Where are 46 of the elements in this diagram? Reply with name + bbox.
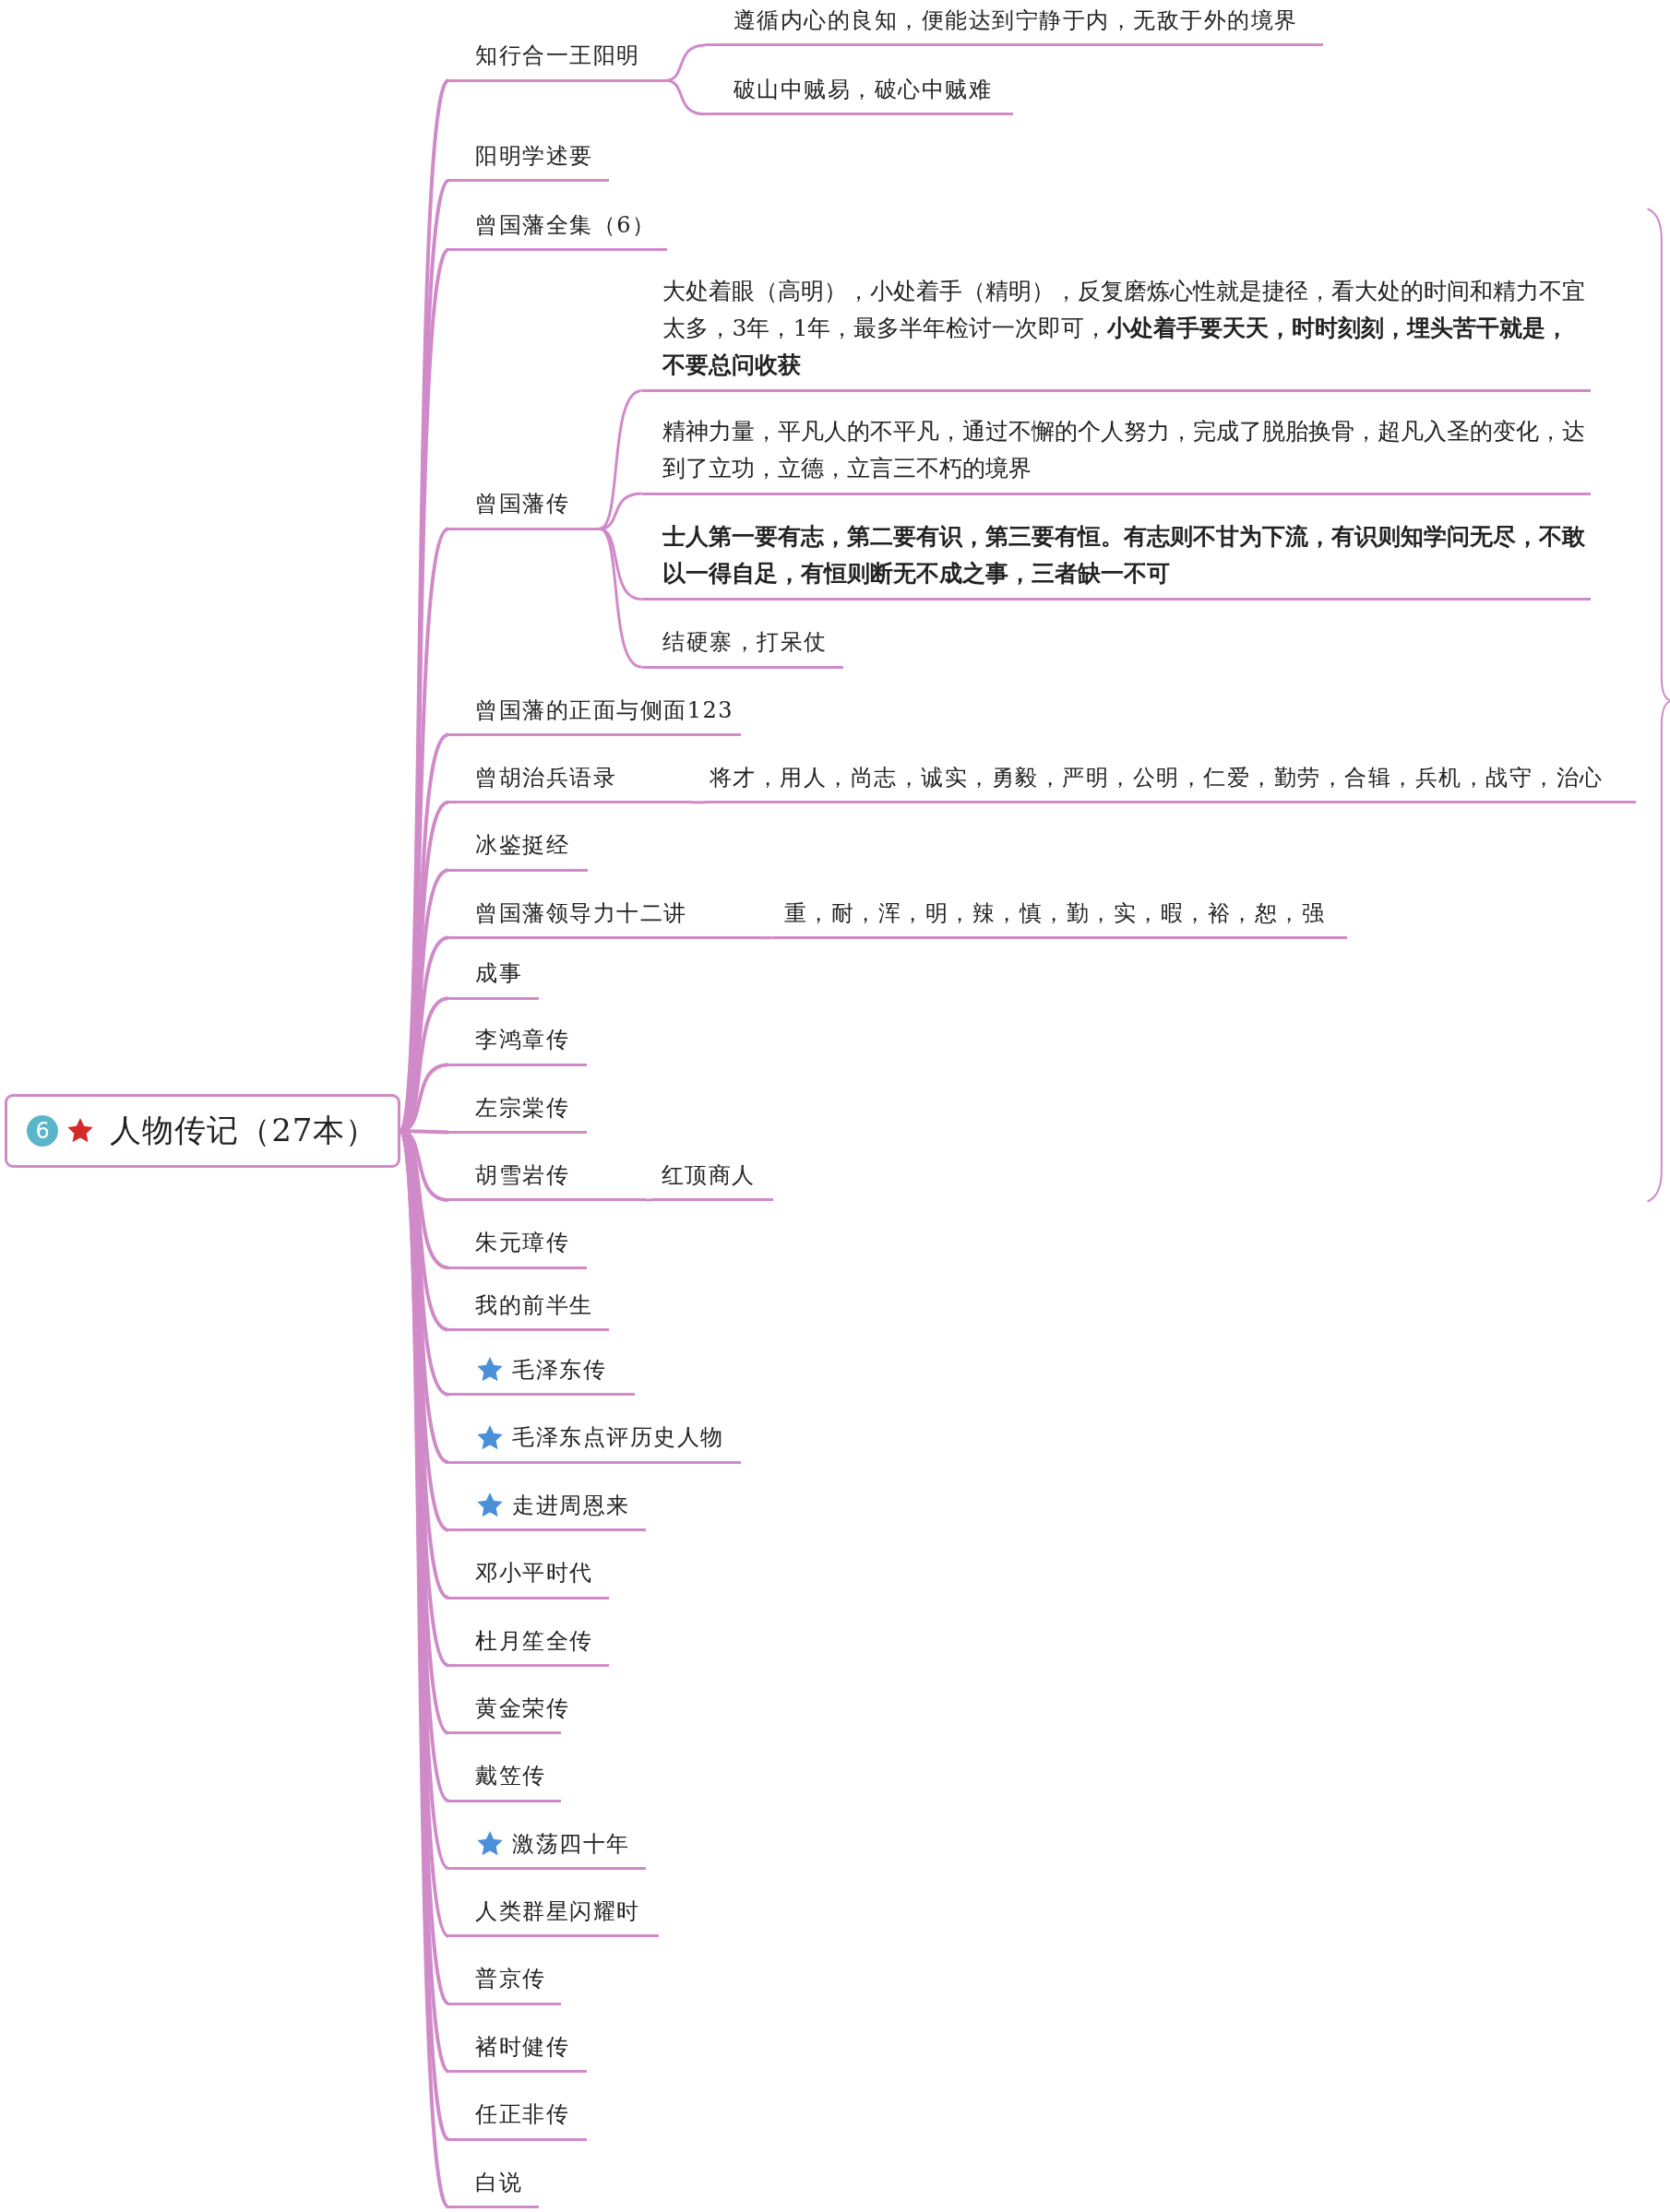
topic-text: 黄金荣传 (475, 1694, 570, 1723)
topic-text: 杜月笙全传 (475, 1626, 593, 1656)
root-topic-title: 人物传记（27本） (110, 1111, 378, 1150)
topic-text: 曾国藩的正面与侧面123 (475, 696, 734, 725)
branch-line (665, 78, 706, 116)
topic-text: 冰鉴挺经 (475, 831, 570, 861)
topic-text: 戴笠传 (475, 1762, 546, 1791)
topic-text: 知行合一王阳明 (475, 42, 640, 71)
topic-text: 左宗棠传 (475, 1093, 570, 1123)
topic-text: 白说 (475, 2168, 523, 2197)
topic-text: 红顶商人 (661, 1161, 756, 1191)
topic-text: 成事 (475, 959, 523, 989)
topic-text: 结硬寨，打呆仗 (662, 628, 828, 658)
branch-line (599, 389, 643, 530)
topic-text: 重，耐，浑，明，辣，慎，勤，实，暇，裕，恕，强 (783, 898, 1326, 928)
topic-text: 胡雪岩传 (475, 1161, 570, 1191)
topic-text: 阳明学述要 (475, 141, 593, 171)
topic-text: 李鸿章传 (475, 1026, 570, 1055)
topic-text: 士人第一要有志，第二要有识，第三要有恒。有志则不甘为下流，有识则知学问无尽，不敢以一得自足，有恒则断无不成之事，三者缺一不可 (662, 522, 1587, 589)
branch-line (665, 43, 706, 82)
topic-text: 将才，用人，尚志，诚实，勇毅，严明，公明，仁爱，勤劳，合辑，兵机，战守，治心 (709, 763, 1604, 792)
topic-text: 人类群星闪耀时 (475, 1897, 640, 1927)
topic-text: 任正非传 (475, 2100, 570, 2130)
topic-text: 破山中贼易，破心中贼难 (733, 75, 993, 104)
topic-text: 曾国藩领导力十二讲 (475, 898, 687, 928)
topic-text: 精神力量，平凡人的不平凡，通过不懈的个人努力，完成了脱胎换骨，超凡入圣的变化，达到了立功，立德，立言三不朽的境界 (662, 416, 1587, 483)
topic-text: 曾胡治兵语录 (475, 763, 617, 792)
topic-text: 遵循内心的良知，便能达到宁静于内，无敌于外的境界 (733, 6, 1298, 36)
topic-text: 邓小平时代 (475, 1559, 593, 1588)
topic-text: 激荡四十年 (512, 1829, 630, 1859)
topic-text: 曾国藩传 (475, 490, 570, 519)
branch-line (691, 801, 706, 804)
number-badge: 6 (27, 1115, 59, 1147)
topic-text: 大处着眼（高明），小处着手（精明），反复磨炼心性就是捷径，看大处的时间和精力不宜太多，3年，1年，最多半年检讨一次即可，小处着手要天天，时时刻刻，埋头苦干就是，不要总问收获 (662, 276, 1587, 380)
topic-text: 普京传 (475, 1965, 546, 1994)
topic-text: 褚时健传 (475, 2032, 570, 2062)
topic-text: 走进周恩来 (512, 1491, 630, 1520)
topic-text: 毛泽东点评历史人物 (512, 1423, 724, 1453)
branch-line (599, 527, 643, 669)
branch-line (761, 936, 773, 940)
topic-text: 毛泽东传 (512, 1356, 607, 1385)
topic-text: 我的前半生 (475, 1290, 593, 1320)
topic-text: 朱元璋传 (475, 1229, 570, 1258)
branch-line (646, 1198, 652, 1202)
topic-text: 曾国藩全集（6） (475, 210, 656, 240)
root-topic-box (4, 1094, 401, 1168)
